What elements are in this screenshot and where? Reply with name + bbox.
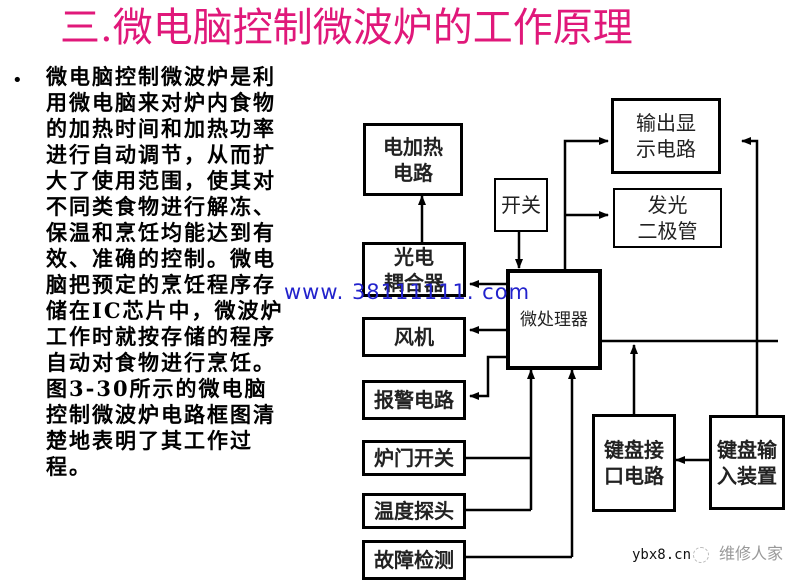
watermark-brand: ybx8.cn 维修人家 [632, 540, 783, 564]
box-fan: 风机 [362, 317, 466, 357]
box-keyboard-interface: 键盘接 口电路 [592, 414, 676, 512]
box-door-switch: 炉门开关 [362, 440, 466, 476]
box-optocoupler: 光电 耦合器 [362, 242, 466, 297]
box-electric-heating-circuit: 电加热 电路 [363, 123, 463, 196]
box-keyboard-input: 键盘输 入装置 [709, 415, 785, 510]
bullet-marker: • [12, 70, 23, 91]
box-alarm-circuit: 报警电路 [362, 380, 466, 420]
box-fault-detection: 故障检测 [362, 540, 466, 580]
watermark-brand-name: 维修人家 [719, 544, 784, 563]
box-led: 发光 二极管 [613, 188, 722, 248]
watermark-logo-icon [693, 547, 710, 563]
watermark-domain: ybx8.cn [632, 547, 692, 563]
box-output-display-circuit: 输出显 示电路 [611, 98, 721, 174]
slide-body-text: 微电脑控制微波炉是利用微电脑来对炉内食物的加热时间和加热功率进行自动调节，从而扩… [46, 64, 284, 479]
slide-title: 三.微电脑控制微波炉的工作原理 [60, 5, 633, 51]
box-temperature-probe: 温度探头 [362, 493, 466, 529]
watermark-url: www. 38111111. com [284, 280, 531, 304]
box-microprocessor: 微处理器 [506, 269, 602, 370]
box-switch: 开关 [494, 178, 548, 232]
